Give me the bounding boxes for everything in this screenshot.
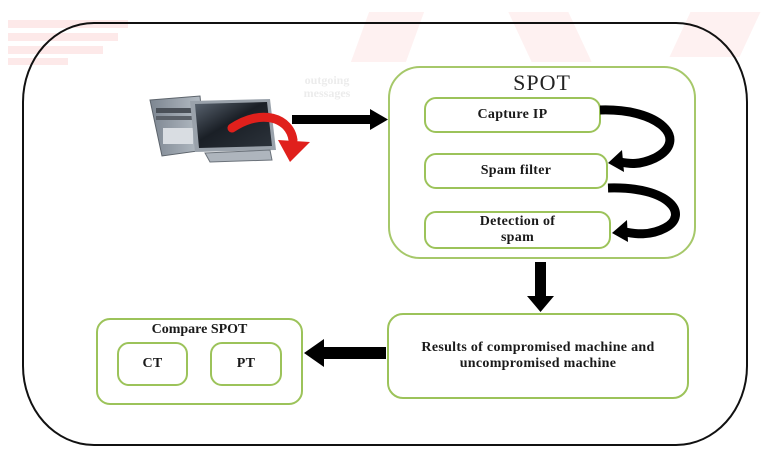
send-arrow-icon <box>227 112 310 162</box>
outer-frame <box>22 22 748 446</box>
curved-arrow-capture-to-filter <box>599 105 675 172</box>
watermark-band <box>8 20 128 28</box>
arrow-to-results <box>527 262 554 312</box>
step-capture-ip: Capture IP <box>424 97 601 133</box>
step-detection-of-spam: Detection of spam <box>424 211 611 249</box>
spot-title: SPOT <box>513 70 571 95</box>
arrow-to-compare <box>304 339 386 367</box>
results-box: Results of compromised machine and uncom… <box>387 313 689 399</box>
compare-item-pt-label: PT <box>236 355 256 371</box>
compare-item-ct-label: CT <box>142 355 163 371</box>
arrow-to-spot <box>292 109 388 130</box>
compare-item-ct: CT <box>117 342 188 386</box>
step-spam-filter: Spam filter <box>424 153 608 189</box>
compare-item-pt: PT <box>210 342 282 386</box>
outgoing-messages-label: outgoing messages <box>303 73 351 101</box>
compare-spot-title: Compare SPOT <box>151 322 248 337</box>
step-capture-ip-label: Capture IP <box>477 106 548 122</box>
results-label: Results of compromised machine and uncom… <box>421 339 655 371</box>
curved-arrow-filter-to-detection <box>607 183 680 242</box>
desktop-computer-icon <box>149 95 276 163</box>
step-detection-of-spam-label: Detection of spam <box>479 213 556 245</box>
step-spam-filter-label: Spam filter <box>480 162 552 178</box>
